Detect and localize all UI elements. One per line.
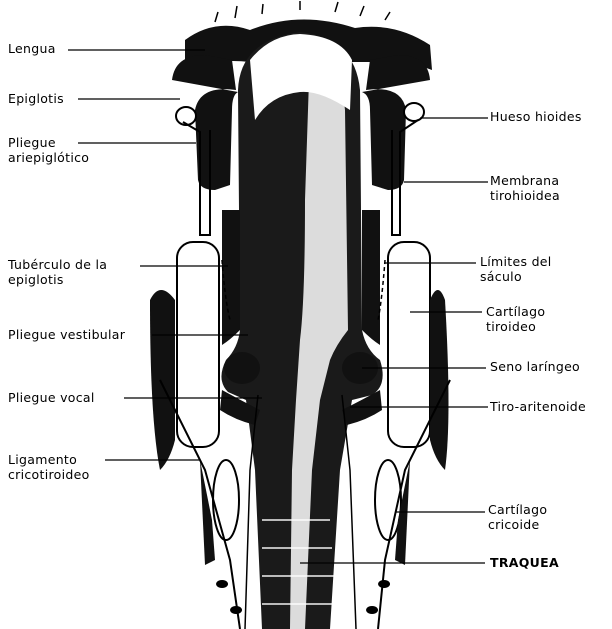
laryngeal-lumen [221,32,382,629]
label-tiro-aritenoide: Tiro-aritenoide [490,400,586,414]
label-pliegue-ariepiglotico-2: ariepiglótico [8,151,89,165]
left-cricoid-cartilage [213,460,239,540]
label-lengua: Lengua [8,42,56,56]
left-thyroid-cartilage [177,242,219,447]
label-cartilago-cricoide-1: Cartílago [488,503,547,517]
label-tuberculo-1: Tubérculo de la [8,258,107,272]
label-cartilago-tiroideo-1: Cartílago [486,305,545,319]
label-tuberculo-2: epiglotis [8,273,64,287]
left-hyoid-bone [176,107,196,125]
right-thyroid-cartilage [388,242,430,447]
label-pliegue-ariepiglotico-1: Pliegue [8,136,56,150]
label-pliegue-vocal: Pliegue vocal [8,391,95,405]
left-laryngeal-ventricle [224,352,260,384]
label-epiglotis: Epiglotis [8,92,64,106]
label-ligamento-2: cricotiroideo [8,468,90,482]
label-membrana-1: Membrana [490,174,559,188]
label-pliegue-vestibular: Pliegue vestibular [8,328,125,342]
label-limites-2: sáculo [480,270,522,284]
label-cartilago-tiroideo-2: tiroideo [486,320,536,334]
label-hueso-hioides: Hueso hioides [490,110,582,124]
right-cricoid-cartilage [375,460,401,540]
label-cartilago-cricoide-2: cricoide [488,518,540,532]
label-limites-1: Límites del [480,255,552,269]
label-traquea: TRAQUEA [490,556,559,570]
label-ligamento-1: Ligamento [8,453,77,467]
label-seno-laringeo: Seno laríngeo [490,360,580,374]
label-membrana-2: tirohioidea [490,189,560,203]
